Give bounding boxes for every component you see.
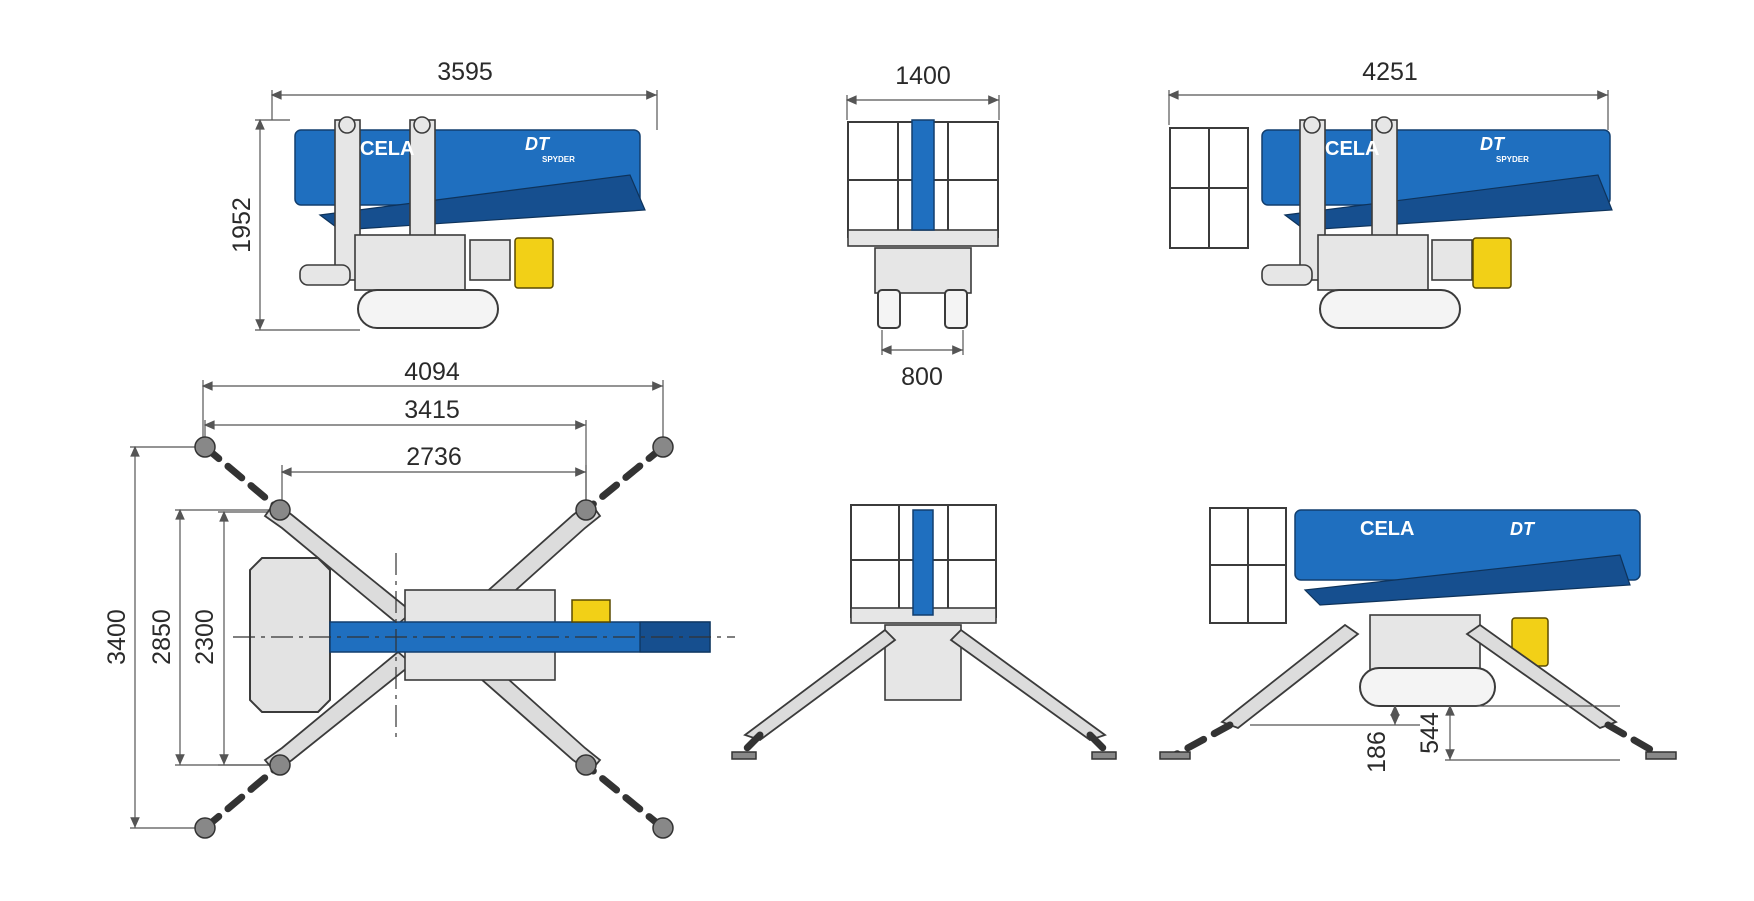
logo-model-3: DT (1510, 519, 1536, 539)
logo-model-badge: SPYDER (542, 155, 575, 164)
logo-cela: CELA (360, 138, 414, 160)
dimension-4251: 4251 (1167, 58, 1609, 130)
rear-view-deployed (731, 504, 1117, 760)
dimension-3595: 3595 (270, 58, 658, 130)
logo-cela-3: CELA (1360, 518, 1414, 540)
logo-model-2: DT (1480, 134, 1506, 154)
dimension-4094: 4094 (201, 358, 664, 440)
logo-cela-2: CELA (1325, 138, 1379, 160)
dimension-1952: 1952 (228, 118, 360, 331)
dimension-1400: 1400 (845, 62, 1000, 120)
dimension-3400: 3400 (103, 445, 205, 829)
dim-label-186: 186 (1363, 731, 1391, 773)
logo-model-badge-2: SPYDER (1496, 155, 1529, 164)
machine-side-stowed: CELA DT SPYDER (294, 116, 646, 329)
dim-label-3415: 3415 (404, 396, 460, 424)
dim-label-3595: 3595 (437, 58, 493, 86)
side-view-with-basket: 4251 CELA DT SPYDER (1167, 58, 1613, 329)
dimension-2300: 2300 (191, 510, 282, 766)
dim-label-800: 800 (901, 363, 943, 391)
side-view-stowed: 3595 1952 CELA DT SPYDER (228, 58, 658, 331)
dimension-186: 186 (1250, 704, 1420, 773)
dimension-2736: 2736 (280, 443, 587, 505)
dimension-800: 800 (880, 330, 964, 391)
dimension-3415: 3415 (203, 396, 587, 500)
side-view-deployed: CELA DT 186 544 (1159, 507, 1677, 773)
dim-label-1400: 1400 (895, 62, 951, 90)
dim-label-2300: 2300 (191, 609, 219, 665)
machine-top (233, 553, 735, 740)
logo-model: DT (525, 134, 551, 154)
dim-label-3400: 3400 (103, 609, 131, 665)
dim-label-2736: 2736 (406, 443, 462, 471)
machine-side-basket: CELA DT SPYDER (1169, 116, 1613, 329)
dimension-2850: 2850 (148, 508, 282, 766)
dim-label-4094: 4094 (404, 358, 460, 386)
machine-rear (847, 119, 999, 329)
rear-view-stowed: 1400 800 (845, 62, 1000, 391)
dim-label-2850: 2850 (148, 609, 176, 665)
dim-label-1952: 1952 (228, 197, 256, 253)
dimension-544: 544 (1416, 704, 1620, 761)
top-view-outriggers-extended: 4094 3415 2736 3400 2850 (103, 358, 735, 839)
dim-label-544: 544 (1416, 712, 1444, 754)
dim-label-4251: 4251 (1362, 58, 1418, 86)
